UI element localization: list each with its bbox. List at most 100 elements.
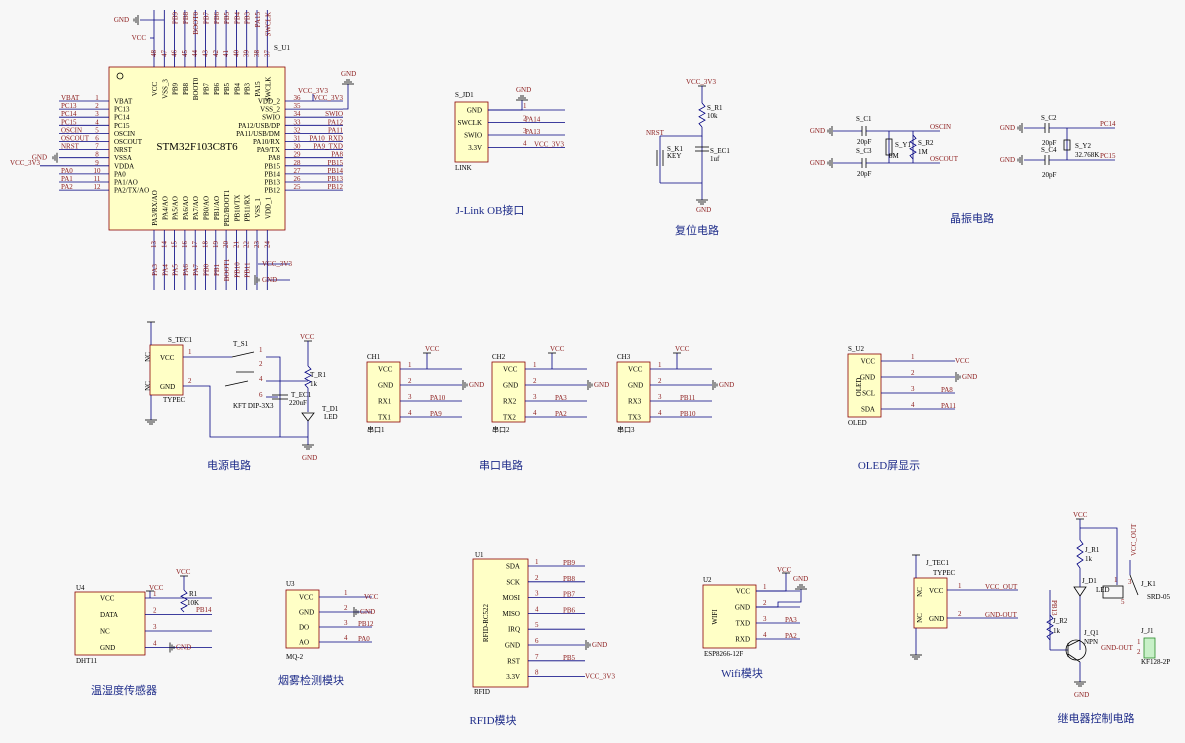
section-title: 复位电路	[675, 223, 719, 237]
net-label: PB7	[563, 591, 576, 599]
designator: J_R1	[1085, 546, 1100, 554]
net-label: VCC	[955, 357, 970, 365]
net-label: VCC	[1073, 511, 1088, 519]
terminal-block	[1143, 637, 1156, 659]
net-label: PA8	[331, 151, 343, 159]
designator: S_Y1	[895, 141, 911, 149]
pin-name: RX1	[378, 398, 392, 406]
pin-name: GND	[503, 382, 518, 390]
pin-number: 2	[153, 607, 157, 615]
section-title: 电源电路	[207, 458, 251, 472]
pin-number: 38	[253, 50, 261, 58]
pin-name: GND	[735, 604, 750, 612]
net-label: VCC	[300, 333, 315, 341]
net-label: OSCIN	[61, 126, 82, 134]
net-label: PB14	[196, 606, 212, 614]
net-label: VCC_3V3	[534, 141, 564, 149]
pin-number: 30	[294, 143, 302, 151]
pin-number: 32	[294, 126, 302, 134]
net-label: PA2	[555, 410, 567, 418]
net-label: GND	[360, 608, 375, 616]
relay-coil	[1102, 585, 1124, 599]
pin-name: PA15	[254, 81, 262, 97]
pin-name: VCC	[503, 366, 518, 374]
part-label: WIFI	[711, 609, 719, 625]
pin-name: OSCIN	[114, 130, 135, 138]
net-label: VCC_3V3	[10, 159, 40, 167]
pin-name: SWCLK	[458, 119, 483, 127]
pin-number: 37	[263, 50, 271, 58]
designator: R1	[189, 590, 198, 598]
pin-number: 36	[294, 94, 302, 102]
pin1-dot	[116, 72, 124, 80]
net-label: PB0	[203, 263, 211, 276]
footer: 串口3	[617, 426, 635, 434]
pin-name: SWIO	[262, 114, 280, 122]
pin-number: 47	[160, 50, 168, 58]
value: NPN	[1084, 638, 1098, 646]
net-label: PB13	[1050, 600, 1058, 616]
designator: S_K1	[667, 145, 683, 153]
net-label: PB5	[223, 12, 231, 25]
pin-number: 45	[181, 50, 189, 58]
pin-number: 3	[763, 615, 767, 623]
pin-name: SCK	[506, 578, 520, 586]
pin-name: NC	[916, 587, 924, 597]
pin-name: GND	[467, 107, 482, 115]
pin-number: 1	[658, 361, 662, 369]
value: 1M	[918, 148, 929, 156]
pin-name: DO	[299, 624, 309, 632]
pin-number: 29	[294, 151, 302, 159]
pin-name: TXD	[736, 620, 750, 628]
net-label: PA1	[61, 175, 73, 183]
pin-name: VCC	[929, 587, 944, 595]
pin-number: 4	[911, 401, 915, 409]
net-label: GND	[962, 373, 977, 381]
net-label: VBAT	[61, 94, 80, 102]
net-label: GND	[1000, 124, 1015, 132]
part-label: RFID-RC522	[482, 603, 490, 642]
pin-number: 10	[94, 167, 102, 175]
net-label: NRST	[646, 129, 665, 137]
pin-number: 1	[533, 361, 537, 369]
net-label: GND	[176, 644, 191, 652]
pin-number: 44	[191, 50, 199, 58]
pin-name: 3.3V	[468, 144, 482, 152]
designator: J_TEC1	[926, 559, 949, 567]
pin-number: 5	[535, 621, 539, 629]
pin-name: NC	[144, 381, 152, 391]
pin-name: PC13	[114, 106, 130, 114]
pin-number: 2	[188, 377, 192, 385]
section-title-relay: 继电器控制电路	[1058, 711, 1135, 725]
jlink-body	[454, 101, 489, 163]
net-label: GND	[302, 454, 317, 462]
section-title: OLED屏显示	[858, 459, 920, 472]
pin-name: PB10/TX	[233, 195, 241, 222]
net-label: VCC	[675, 345, 690, 353]
typec-out-body	[913, 577, 948, 629]
net-label: VCC_3V3	[298, 87, 328, 95]
pin-number: 5	[1121, 598, 1125, 606]
net-label: OSCOUT	[930, 155, 959, 163]
pin-number: 33	[294, 118, 302, 126]
net-label: GND-OUT	[985, 611, 1018, 619]
pin-name: GND	[929, 615, 944, 623]
pin-name: GND	[378, 382, 393, 390]
uart-body	[366, 361, 401, 423]
net-label: VCC	[132, 34, 147, 42]
pin-number: 26	[294, 175, 302, 183]
net-label: PB3	[244, 12, 252, 25]
footer: 串口2	[492, 426, 510, 434]
crystal-y2	[1063, 139, 1071, 151]
pin-name: SWIO	[464, 132, 482, 140]
pin-name: PB8	[182, 82, 190, 95]
pin-number: 7	[95, 143, 99, 151]
designator: T_D1	[322, 405, 339, 413]
net-label: VCC_OUT	[985, 583, 1018, 591]
pin-name: DATA	[100, 611, 118, 619]
pin-number: 2	[911, 369, 915, 377]
